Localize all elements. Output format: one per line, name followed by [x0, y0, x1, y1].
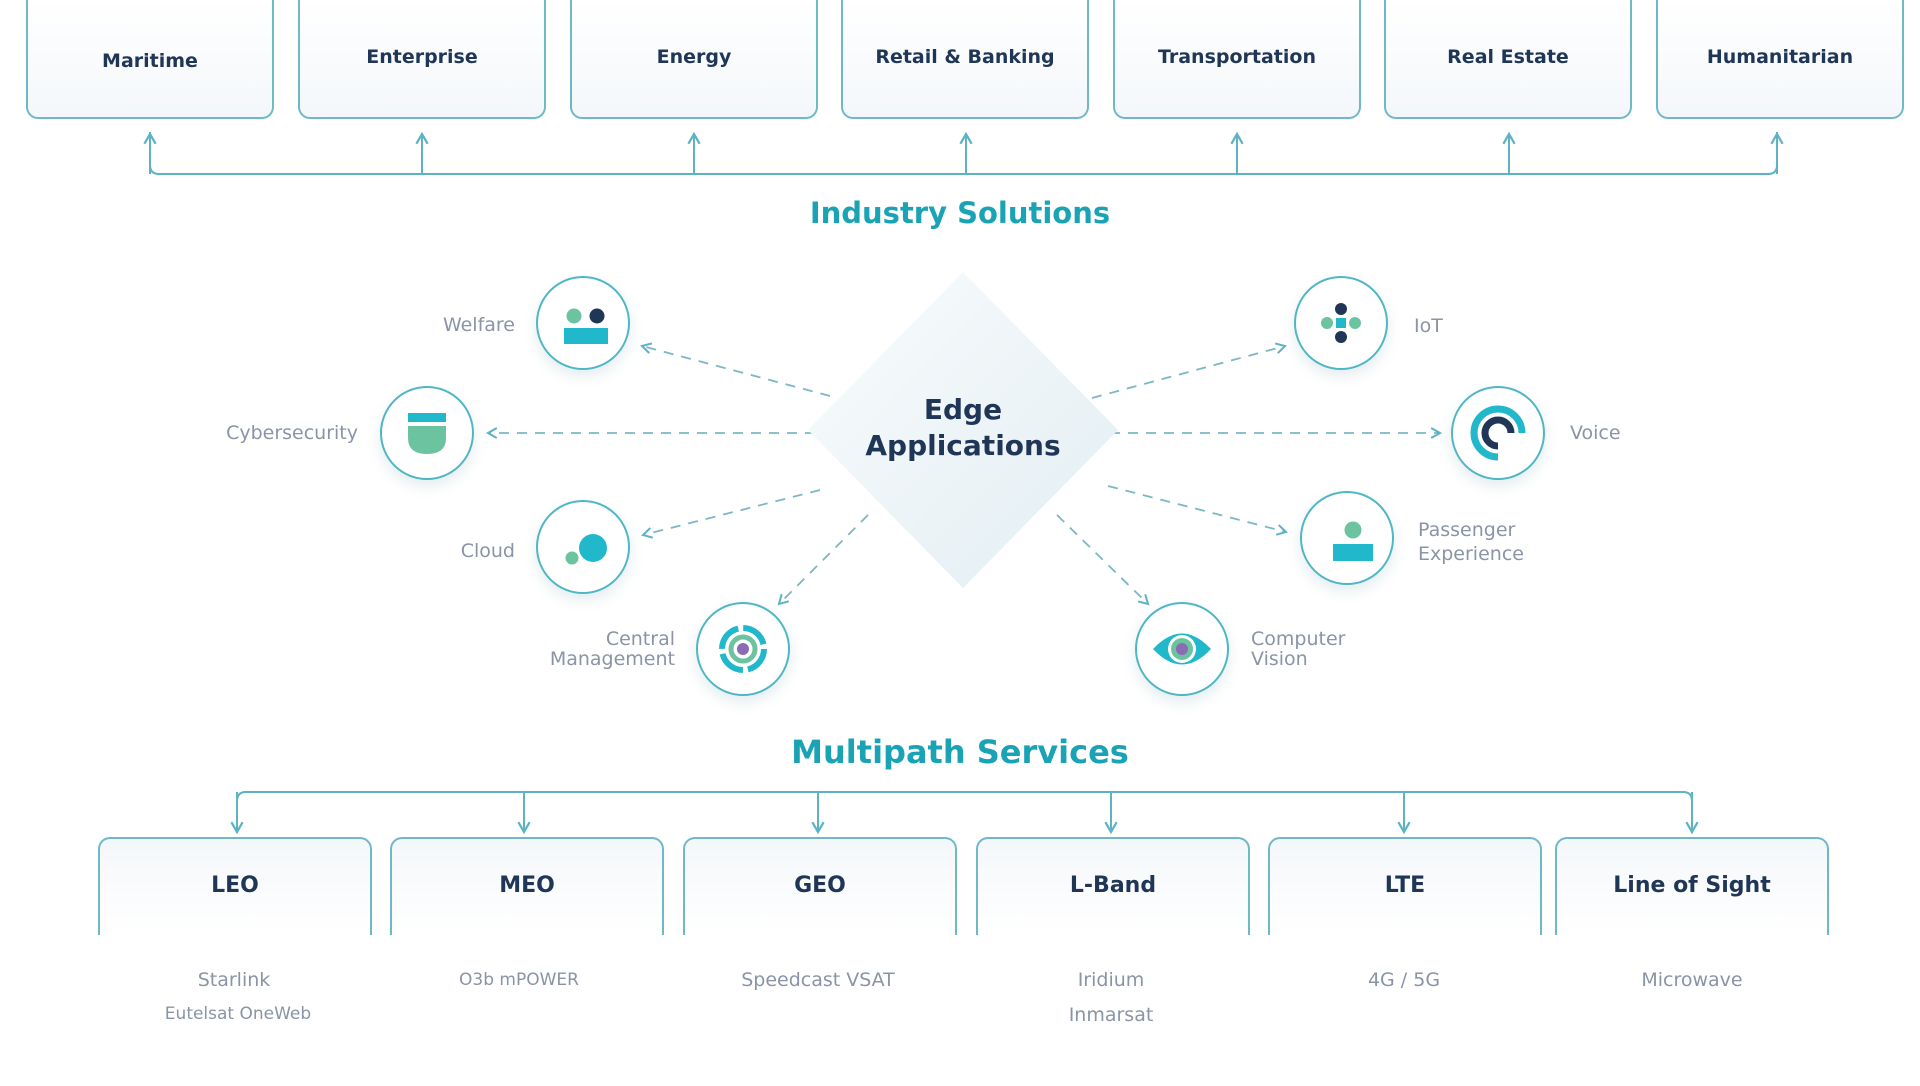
- welfare-icon: [564, 308, 608, 344]
- label-line: Passenger: [1418, 519, 1516, 541]
- service-box-line-of-sight: Line of Sight: [1555, 837, 1829, 935]
- provider-text: 4G / 5G: [1367, 969, 1441, 991]
- service-name: L-Band: [1069, 872, 1157, 898]
- hub-line-2: Applications: [865, 429, 1061, 462]
- label-line: IoT: [1414, 315, 1443, 337]
- label-line: Voice: [1570, 422, 1621, 444]
- welfare-node: [536, 276, 630, 370]
- cloud-node: [536, 500, 630, 594]
- cybersecurity-node: [380, 386, 474, 480]
- label-line: Experience: [1418, 543, 1524, 565]
- provider-text: Microwave: [1641, 969, 1743, 991]
- provider-text: Eutelsat OneWeb: [164, 1004, 312, 1024]
- computer-vision-node: [1135, 602, 1229, 696]
- provider-text: Inmarsat: [1068, 1004, 1154, 1026]
- passenger-icon: [1333, 521, 1373, 561]
- industry-label: Retail & Banking: [875, 45, 1055, 68]
- voice-node: [1451, 386, 1545, 480]
- cybersecurity-label: Cybersecurity: [226, 421, 358, 445]
- hub-line-1: Edge: [923, 393, 1003, 426]
- iot-icon: [1321, 303, 1361, 343]
- central-management-label: Central Management: [550, 627, 675, 671]
- industry-label: Enterprise: [366, 45, 478, 68]
- shield-icon: [408, 413, 446, 454]
- label-line: Central: [605, 628, 675, 650]
- multipath-services-heading: Multipath Services: [791, 733, 1129, 771]
- industry-box-enterprise: Enterprise: [298, 0, 546, 119]
- industry-box-retail-banking: Retail & Banking: [841, 0, 1089, 119]
- label-line: Computer: [1251, 628, 1346, 650]
- passenger-experience-node: [1300, 491, 1394, 585]
- cloud-icon: [565, 534, 607, 565]
- service-box-lte: LTE: [1268, 837, 1542, 935]
- industry-label: Humanitarian: [1706, 45, 1854, 68]
- industry-box-transportation: Transportation: [1113, 0, 1361, 119]
- industry-box-humanitarian: Humanitarian: [1656, 0, 1904, 119]
- service-box-l-band: L-Band: [976, 837, 1250, 935]
- voice-icon: [1470, 405, 1526, 461]
- welfare-label: Welfare: [443, 313, 515, 337]
- passenger-experience-label: Passenger Experience: [1418, 518, 1524, 566]
- provider-text: Starlink: [197, 969, 271, 991]
- edge-applications-title: Edge Applications: [838, 392, 1088, 464]
- industry-solutions-heading: Industry Solutions: [809, 196, 1111, 230]
- label-line: Cloud: [460, 540, 515, 562]
- spokes: [485, 342, 1443, 606]
- industry-box-maritime: Maritime: [26, 0, 274, 119]
- service-name: GEO: [794, 872, 846, 898]
- industry-bus: [143, 131, 1784, 175]
- label-line: Cybersecurity: [226, 422, 358, 444]
- provider-text: Speedcast VSAT: [741, 969, 895, 991]
- service-box-leo: LEO: [98, 837, 372, 935]
- service-box-meo: MEO: [390, 837, 664, 935]
- iot-node: [1294, 276, 1388, 370]
- label-line: Welfare: [442, 314, 515, 336]
- industry-label: Real Estate: [1447, 45, 1569, 68]
- central-management-node: [696, 602, 790, 696]
- provider-text: O3b mPOWER: [459, 970, 579, 990]
- service-name: MEO: [499, 872, 555, 898]
- service-name: LEO: [211, 872, 259, 898]
- service-name: LTE: [1384, 872, 1426, 898]
- computer-vision-label: Computer Vision: [1251, 627, 1345, 671]
- industry-label: Maritime: [102, 49, 198, 72]
- industry-box-real-estate: Real Estate: [1384, 0, 1632, 119]
- industry-label: Energy: [656, 45, 732, 68]
- iot-label: IoT: [1414, 314, 1443, 338]
- voice-label: Voice: [1570, 421, 1621, 445]
- industry-label: Transportation: [1157, 45, 1316, 68]
- cloud-label: Cloud: [461, 539, 515, 563]
- central-management-icon: [719, 625, 767, 673]
- provider-text: Iridium: [1077, 969, 1145, 991]
- multipath-bus: [230, 791, 1699, 835]
- label-line: Vision: [1251, 648, 1308, 670]
- eye-icon: [1153, 633, 1211, 665]
- label-line: Management: [549, 648, 675, 670]
- service-name: Line of Sight: [1613, 872, 1771, 898]
- industry-box-energy: Energy: [570, 0, 818, 119]
- service-box-geo: GEO: [683, 837, 957, 935]
